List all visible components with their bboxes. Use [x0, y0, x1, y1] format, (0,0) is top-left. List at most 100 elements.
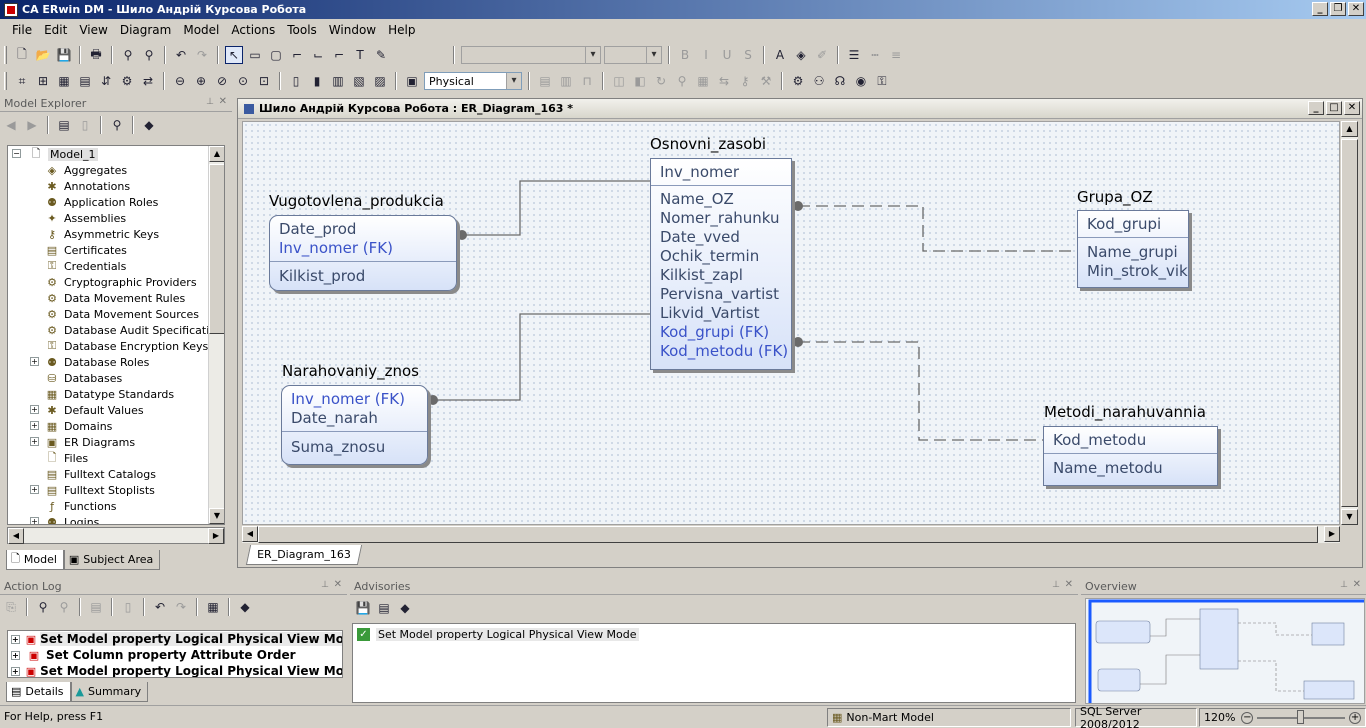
- attribute-display-icon[interactable]: ▮: [313, 74, 321, 88]
- expand-icon[interactable]: +: [30, 485, 39, 494]
- scroll-thumb[interactable]: [1341, 139, 1358, 507]
- stored-display-icon[interactable]: ▦: [58, 74, 70, 88]
- tree-item[interactable]: ⚙Data Movement Rules: [8, 290, 224, 306]
- redo-to-icon[interactable]: ↷: [175, 600, 187, 614]
- entity-box[interactable]: Date_prod Inv_nomer (FK) Kilkist_prod: [269, 215, 457, 291]
- close-icon[interactable]: ✕: [1352, 579, 1361, 590]
- attribute[interactable]: Kilkist_prod: [279, 267, 366, 285]
- copy-icon[interactable]: ⎘: [6, 599, 16, 614]
- team-icon[interactable]: ⚇: [813, 74, 825, 88]
- close-button[interactable]: ✕: [1348, 2, 1364, 16]
- properties-icon[interactable]: ▤: [90, 600, 102, 614]
- diagram-vertical-scrollbar[interactable]: ▲ ▼: [1341, 121, 1358, 525]
- forward-icon[interactable]: ▶: [27, 118, 37, 132]
- rel-grupa-osnovni[interactable]: [798, 205, 1077, 252]
- entity-display-icon[interactable]: ▯: [292, 74, 300, 88]
- menu-diagram[interactable]: Diagram: [119, 23, 172, 37]
- align-icon[interactable]: ≡: [890, 48, 902, 62]
- line-color-icon[interactable]: ✐: [816, 48, 828, 62]
- mart-compare-icon[interactable]: ⇆: [718, 74, 730, 88]
- zoom-100-icon[interactable]: ⊙: [237, 74, 249, 88]
- tree-item[interactable]: ▤Fulltext Catalogs: [8, 466, 224, 482]
- attribute[interactable]: Kilkist_zapl: [660, 266, 743, 284]
- fk-attribute[interactable]: Kod_metodu (FK): [660, 342, 789, 360]
- fk-attribute[interactable]: Kod_grupi (FK): [660, 323, 770, 341]
- font-size-combo[interactable]: [604, 46, 662, 64]
- save-icon[interactable]: 💾: [56, 48, 72, 62]
- zoom-slider-thumb[interactable]: [1297, 709, 1305, 724]
- expand-icon[interactable]: +: [11, 666, 20, 676]
- pin-icon[interactable]: ⊥: [1340, 580, 1348, 590]
- fk-attribute[interactable]: Inv_nomer (FK): [291, 390, 405, 408]
- menu-view[interactable]: View: [79, 23, 108, 37]
- print-icon[interactable]: 🖶: [90, 46, 102, 61]
- key-display-icon[interactable]: ▥: [332, 74, 344, 88]
- tree-item[interactable]: ⚙Cryptographic Providers: [8, 274, 224, 290]
- complete-compare-icon[interactable]: ⇄: [142, 74, 154, 88]
- mart-lock-icon[interactable]: ⊓: [582, 74, 592, 88]
- headset-icon[interactable]: ☊: [834, 74, 846, 88]
- tree-item[interactable]: 🗋Files: [8, 450, 224, 466]
- filter-icon[interactable]: ▦: [207, 600, 219, 614]
- tree-item[interactable]: ✱Annotations: [8, 178, 224, 194]
- scroll-left-button[interactable]: ◀: [242, 526, 258, 542]
- font-name-combo[interactable]: [461, 46, 601, 64]
- mart-refresh-icon[interactable]: ↻: [655, 74, 667, 88]
- menu-model[interactable]: Model: [183, 23, 220, 37]
- entity-box[interactable]: Inv_nomer (FK) Date_narah Suma_znosu: [281, 385, 428, 465]
- expand-icon[interactable]: +: [11, 634, 20, 644]
- reverse-engineer-icon[interactable]: ⚙: [121, 74, 133, 88]
- attribute[interactable]: Likvid_Vartist: [660, 304, 760, 322]
- attribute[interactable]: Min_strok_vik: [1087, 262, 1188, 280]
- pin-icon[interactable]: ⊥: [321, 580, 329, 590]
- copy-icon[interactable]: ▤: [378, 601, 390, 615]
- identifying-rel-icon[interactable]: ⌐: [291, 48, 303, 62]
- zoom-in-button[interactable]: +: [1349, 711, 1362, 724]
- tree-item[interactable]: +▣ER Diagrams: [8, 434, 224, 450]
- text-block-icon[interactable]: T: [356, 48, 364, 62]
- undo-icon[interactable]: ↶: [175, 48, 187, 62]
- menu-tools[interactable]: Tools: [287, 23, 317, 37]
- mart-sync-icon[interactable]: ◫: [613, 74, 625, 88]
- bold-icon[interactable]: B: [680, 48, 690, 62]
- line-style-icon[interactable]: ┅: [871, 48, 879, 62]
- advisory-item[interactable]: ✓ Set Model property Logical Physical Vi…: [353, 626, 1075, 642]
- scroll-thumb[interactable]: [209, 164, 224, 334]
- attribute[interactable]: Name_metodu: [1053, 459, 1163, 477]
- line-weight-icon[interactable]: ☰: [848, 48, 860, 62]
- tree-item[interactable]: ◈Aggregates: [8, 162, 224, 178]
- expand-icon[interactable]: +: [30, 437, 39, 446]
- back-icon[interactable]: ◀: [6, 118, 16, 132]
- entity-box[interactable]: Kod_grupi Name_grupi Min_strok_vik: [1077, 210, 1189, 288]
- reports-icon[interactable]: ▤: [79, 74, 91, 88]
- zoom-in-icon[interactable]: ⊕: [195, 74, 207, 88]
- tree-item[interactable]: ▦Datatype Standards: [8, 386, 224, 402]
- pk-attribute[interactable]: Date_prod: [279, 220, 357, 238]
- diagram-horizontal-scrollbar[interactable]: ◀ ▶: [242, 526, 1340, 543]
- fill-color-icon[interactable]: ◈: [796, 48, 806, 62]
- tree-item[interactable]: ⚷Asymmetric Keys: [8, 226, 224, 242]
- pk-display-icon[interactable]: ▧: [353, 74, 365, 88]
- tab-model[interactable]: 🗋Model: [6, 550, 64, 570]
- menu-actions[interactable]: Actions: [231, 23, 276, 37]
- scroll-down-button[interactable]: ▼: [1341, 509, 1358, 525]
- restore-button[interactable]: ❐: [1330, 2, 1346, 16]
- rel-osnovni-narahovaniy[interactable]: [433, 313, 650, 401]
- find-icon[interactable]: ⚲: [112, 118, 122, 132]
- tree-item[interactable]: +▦Domains: [8, 418, 224, 434]
- mart-save-icon[interactable]: ▥: [560, 74, 572, 88]
- view-icon[interactable]: ▢: [270, 48, 282, 62]
- tree-item[interactable]: ⚙Data Movement Sources: [8, 306, 224, 322]
- strikethrough-icon[interactable]: S: [744, 48, 752, 62]
- redo-icon[interactable]: ↷: [196, 48, 208, 62]
- scroll-up-button[interactable]: ▲: [1341, 121, 1358, 137]
- fk-attribute[interactable]: Inv_nomer (FK): [279, 239, 393, 257]
- find-icon[interactable]: ⚲: [38, 600, 48, 614]
- mart-merge-icon[interactable]: ◧: [634, 74, 646, 88]
- expand-icon[interactable]: +: [30, 357, 39, 366]
- toolbar-grip[interactable]: [4, 46, 7, 64]
- font-color-icon[interactable]: A: [775, 48, 785, 62]
- mart-admin-icon[interactable]: ⚒: [760, 74, 772, 88]
- model-explorer-icon[interactable]: ⌗: [18, 73, 26, 88]
- pin-icon[interactable]: ⊥: [1052, 580, 1060, 590]
